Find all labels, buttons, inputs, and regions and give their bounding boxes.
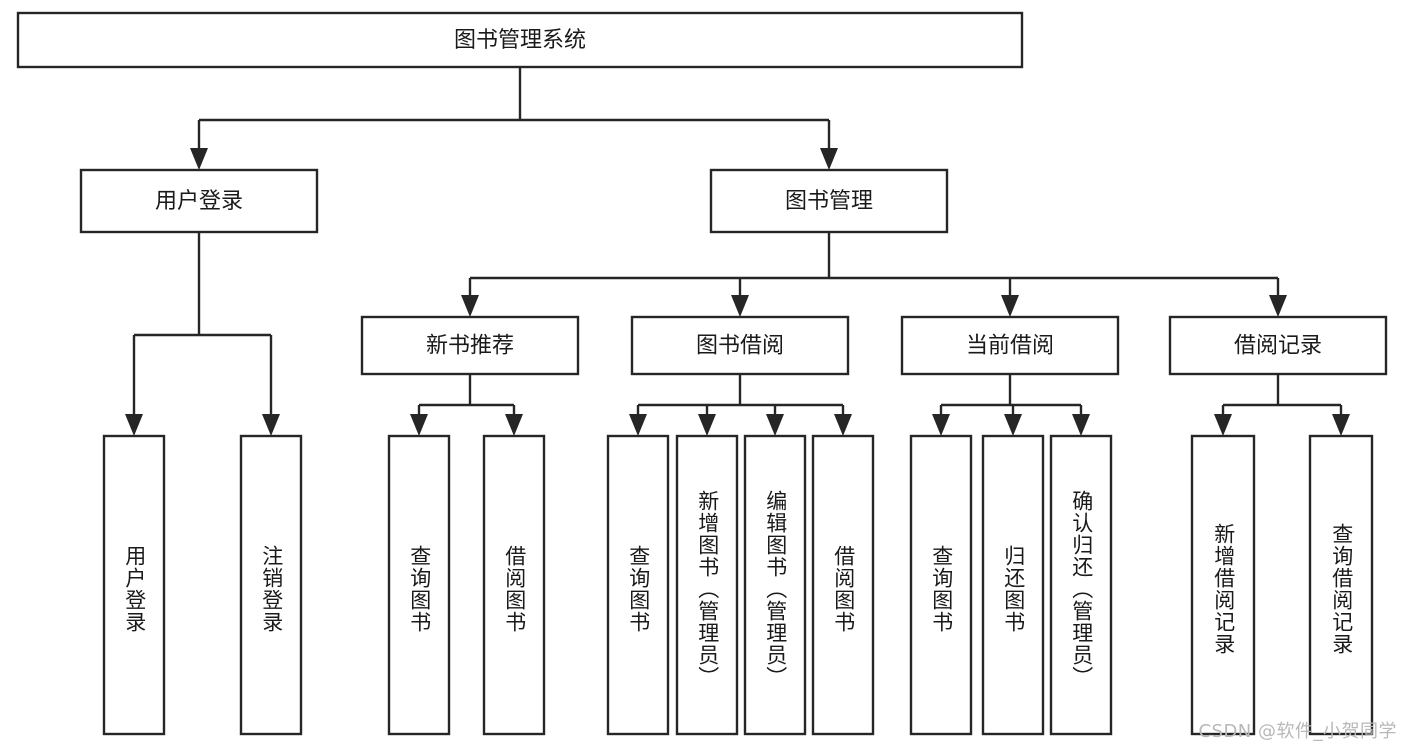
- node-box-leaf-user-login: [102, 434, 166, 736]
- arrow-to-leaf-confirm-return: [1072, 414, 1090, 436]
- node-box-leaf-confirm-return: [1049, 434, 1113, 736]
- node-leaf-add-record[interactable]: [1190, 434, 1256, 736]
- arrow-to-leaf-user-logout: [262, 414, 280, 436]
- node-leaf-add-book[interactable]: [675, 434, 739, 736]
- node-root[interactable]: 图书管理系统: [16, 11, 1024, 69]
- node-book-manage[interactable]: 图书管理: [709, 168, 949, 234]
- node-book-borrow[interactable]: 图书借阅: [630, 315, 850, 376]
- arrow-to-leaf-query-book-borrow: [629, 414, 647, 436]
- node-leaf-query-book-borrow[interactable]: [606, 434, 670, 736]
- arrow-to-leaf-user-login: [125, 414, 143, 436]
- arrow-to-book-manage: [820, 148, 838, 170]
- arrow-to-leaf-query-book-rec: [410, 414, 428, 436]
- node-borrow-record[interactable]: 借阅记录: [1168, 315, 1388, 376]
- node-label-book-manage: 图书管理: [785, 189, 873, 214]
- node-box-leaf-edit-book: [743, 434, 807, 736]
- arrow-to-leaf-add-book: [698, 414, 716, 436]
- arrow-to-book-borrow: [731, 295, 749, 317]
- arrow-to-user-login: [190, 148, 208, 170]
- node-current-borrow[interactable]: 当前借阅: [900, 315, 1120, 376]
- arrow-to-leaf-query-record: [1332, 414, 1350, 436]
- node-box-new-book-recommend: [360, 315, 580, 376]
- node-label-new-book-recommend: 新书推荐: [426, 334, 514, 359]
- node-leaf-confirm-return[interactable]: [1049, 434, 1113, 736]
- connector-lines: [125, 67, 1350, 436]
- arrow-to-borrow-record: [1269, 295, 1287, 317]
- node-box-leaf-query-book-rec: [387, 434, 451, 736]
- node-label-book-borrow: 图书借阅: [696, 334, 784, 359]
- node-leaf-borrow-book[interactable]: [811, 434, 875, 736]
- node-box-leaf-query-record: [1308, 434, 1374, 736]
- node-box-book-borrow: [630, 315, 850, 376]
- node-box-leaf-add-book: [675, 434, 739, 736]
- arrow-to-leaf-add-record: [1214, 414, 1232, 436]
- arrow-to-current-borrow: [1001, 295, 1019, 317]
- node-leaf-borrow-book-rec[interactable]: [482, 434, 546, 736]
- node-box-root: [16, 11, 1024, 69]
- node-leaf-query-book-rec[interactable]: [387, 434, 451, 736]
- node-box-current-borrow: [900, 315, 1120, 376]
- node-label-current-borrow: 当前借阅: [966, 334, 1054, 359]
- node-box-leaf-query-book-borrow: [606, 434, 670, 736]
- node-leaf-query-book-cur[interactable]: [909, 434, 973, 736]
- node-box-leaf-user-logout: [239, 434, 303, 736]
- arrow-to-leaf-return-book: [1004, 414, 1022, 436]
- node-user-login[interactable]: 用户登录: [79, 168, 319, 234]
- arrow-to-leaf-borrow-book-rec: [505, 414, 523, 436]
- node-box-leaf-return-book: [981, 434, 1045, 736]
- node-leaf-query-record[interactable]: [1308, 434, 1374, 736]
- arrow-to-new-book-recommend: [461, 295, 479, 317]
- watermark-text: CSDN @软件_小贺同学: [1198, 721, 1397, 742]
- node-label-user-login: 用户登录: [155, 189, 243, 214]
- node-box-book-manage: [709, 168, 949, 234]
- node-box-leaf-add-record: [1190, 434, 1256, 736]
- arrow-to-leaf-query-book-cur: [932, 414, 950, 436]
- arrow-to-leaf-edit-book: [766, 414, 784, 436]
- node-box-user-login: [79, 168, 319, 234]
- node-box-leaf-borrow-book-rec: [482, 434, 546, 736]
- node-label-root: 图书管理系统: [454, 28, 586, 53]
- node-new-book-recommend[interactable]: 新书推荐: [360, 315, 580, 376]
- node-leaf-user-login[interactable]: [102, 434, 166, 736]
- node-leaf-user-logout[interactable]: [239, 434, 303, 736]
- arrow-to-leaf-borrow-book: [834, 414, 852, 436]
- node-box-leaf-query-book-cur: [909, 434, 973, 736]
- node-box-borrow-record: [1168, 315, 1388, 376]
- node-label-borrow-record: 借阅记录: [1234, 334, 1322, 359]
- node-leaf-edit-book[interactable]: [743, 434, 807, 736]
- node-box-leaf-borrow-book: [811, 434, 875, 736]
- node-leaf-return-book[interactable]: [981, 434, 1045, 736]
